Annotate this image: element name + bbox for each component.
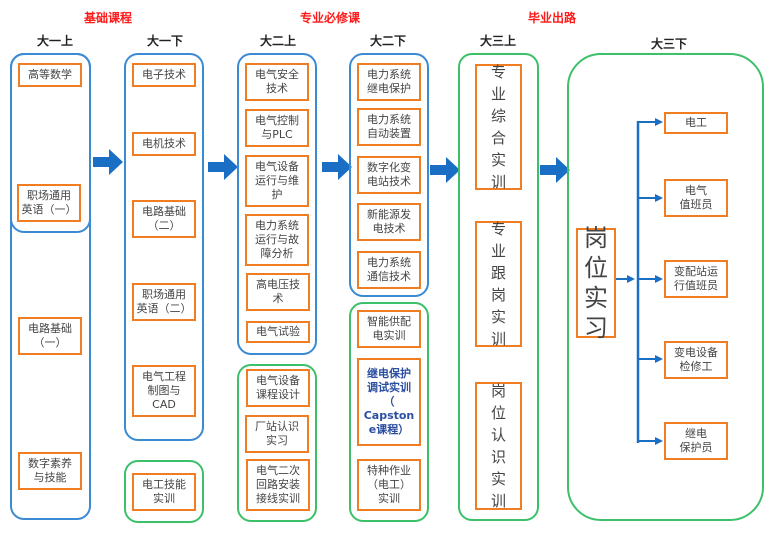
flow-arrow-icon bbox=[322, 154, 352, 180]
practice-box: 电气设备 课程设计 bbox=[246, 369, 310, 407]
category-graduation-path: 毕业出路 bbox=[528, 11, 577, 25]
course-box: 电力系统 运行与故 障分析 bbox=[245, 214, 309, 266]
group-y2-second-courses bbox=[349, 53, 429, 297]
practice-box: 特种作业 （电工） 实训 bbox=[357, 459, 421, 511]
job-box: 继电 保护员 bbox=[664, 422, 728, 460]
internship-box: 岗 位 实 习 bbox=[576, 224, 616, 342]
course-box: 职场通用 英语（二） bbox=[132, 283, 196, 321]
flow-arrow-icon bbox=[540, 157, 570, 183]
practice-box-vertical: 专 业 跟 岗 实 训 bbox=[475, 220, 522, 348]
course-box: 电气试验 bbox=[246, 321, 310, 343]
course-box: 电路基础 （二） bbox=[132, 200, 196, 238]
semester-y2-first: 大二上 bbox=[259, 34, 296, 48]
practice-box: 电工技能 实训 bbox=[132, 473, 196, 511]
course-box: 新能源发 电技术 bbox=[357, 203, 421, 241]
semester-y2-second: 大二下 bbox=[369, 34, 406, 48]
course-box: 电路基础 （一） bbox=[18, 317, 82, 355]
practice-box: 厂站认识 实习 bbox=[245, 415, 309, 453]
course-box: 职场通用 英语（一） bbox=[17, 184, 81, 222]
group-y2-first-courses bbox=[237, 53, 317, 355]
course-box: 电气安全 技术 bbox=[245, 63, 309, 101]
practice-box: 智能供配 电实训 bbox=[357, 310, 421, 348]
capstone-practice-box: 继电保护 调试实训 （ Capston e课程） bbox=[357, 358, 421, 446]
practice-box: 电气二次 回路安装 接线实训 bbox=[246, 459, 310, 511]
course-box: 数字素养 与技能 bbox=[18, 452, 82, 490]
course-box: 电气工程 制图与 CAD bbox=[132, 365, 196, 417]
category-basic-courses: 基础课程 bbox=[84, 11, 133, 25]
course-box: 电力系统 继电保护 bbox=[357, 63, 421, 101]
course-box: 电气控制 与PLC bbox=[245, 109, 309, 147]
course-box: 电子技术 bbox=[132, 63, 196, 87]
course-box: 数字化变 电站技术 bbox=[357, 156, 421, 194]
semester-y3-second: 大三下 bbox=[650, 37, 687, 51]
practice-box-vertical: 岗 位 认 识 实 训 bbox=[475, 382, 522, 510]
course-box: 电机技术 bbox=[132, 132, 196, 156]
group-y2-second-practice bbox=[349, 302, 429, 522]
group-y3-first-practice bbox=[458, 53, 539, 521]
group-y1-second-courses bbox=[124, 53, 204, 441]
category-required-courses: 专业必修课 bbox=[300, 11, 361, 25]
flow-arrow-icon bbox=[208, 154, 238, 180]
job-box: 变电设备 检修工 bbox=[664, 341, 728, 379]
semester-y3-first: 大三上 bbox=[479, 34, 516, 48]
semester-y1-second: 大一下 bbox=[146, 34, 183, 48]
course-box: 高等数学 bbox=[18, 63, 82, 87]
group-y1-first-courses-frame bbox=[10, 53, 91, 520]
course-box: 高电压技 术 bbox=[246, 273, 310, 311]
flow-arrow-icon bbox=[430, 157, 460, 183]
course-box: 电力系统 自动装置 bbox=[357, 108, 421, 146]
practice-box-vertical: 专 业 综 合 实 训 bbox=[475, 63, 522, 191]
semester-y1-first: 大一上 bbox=[36, 34, 73, 48]
job-box: 变配站运 行值班员 bbox=[664, 260, 728, 298]
job-box: 电工 bbox=[664, 112, 728, 134]
group-y2-first-practice bbox=[237, 364, 317, 522]
group-y3-second-graduation bbox=[567, 53, 764, 521]
group-y1-second-practice bbox=[124, 460, 204, 523]
flow-arrow-icon bbox=[93, 149, 123, 175]
job-box: 电气 值班员 bbox=[664, 179, 728, 217]
course-box: 电力系统 通信技术 bbox=[357, 251, 421, 289]
course-box: 电气设备 运行与维 护 bbox=[245, 155, 309, 207]
